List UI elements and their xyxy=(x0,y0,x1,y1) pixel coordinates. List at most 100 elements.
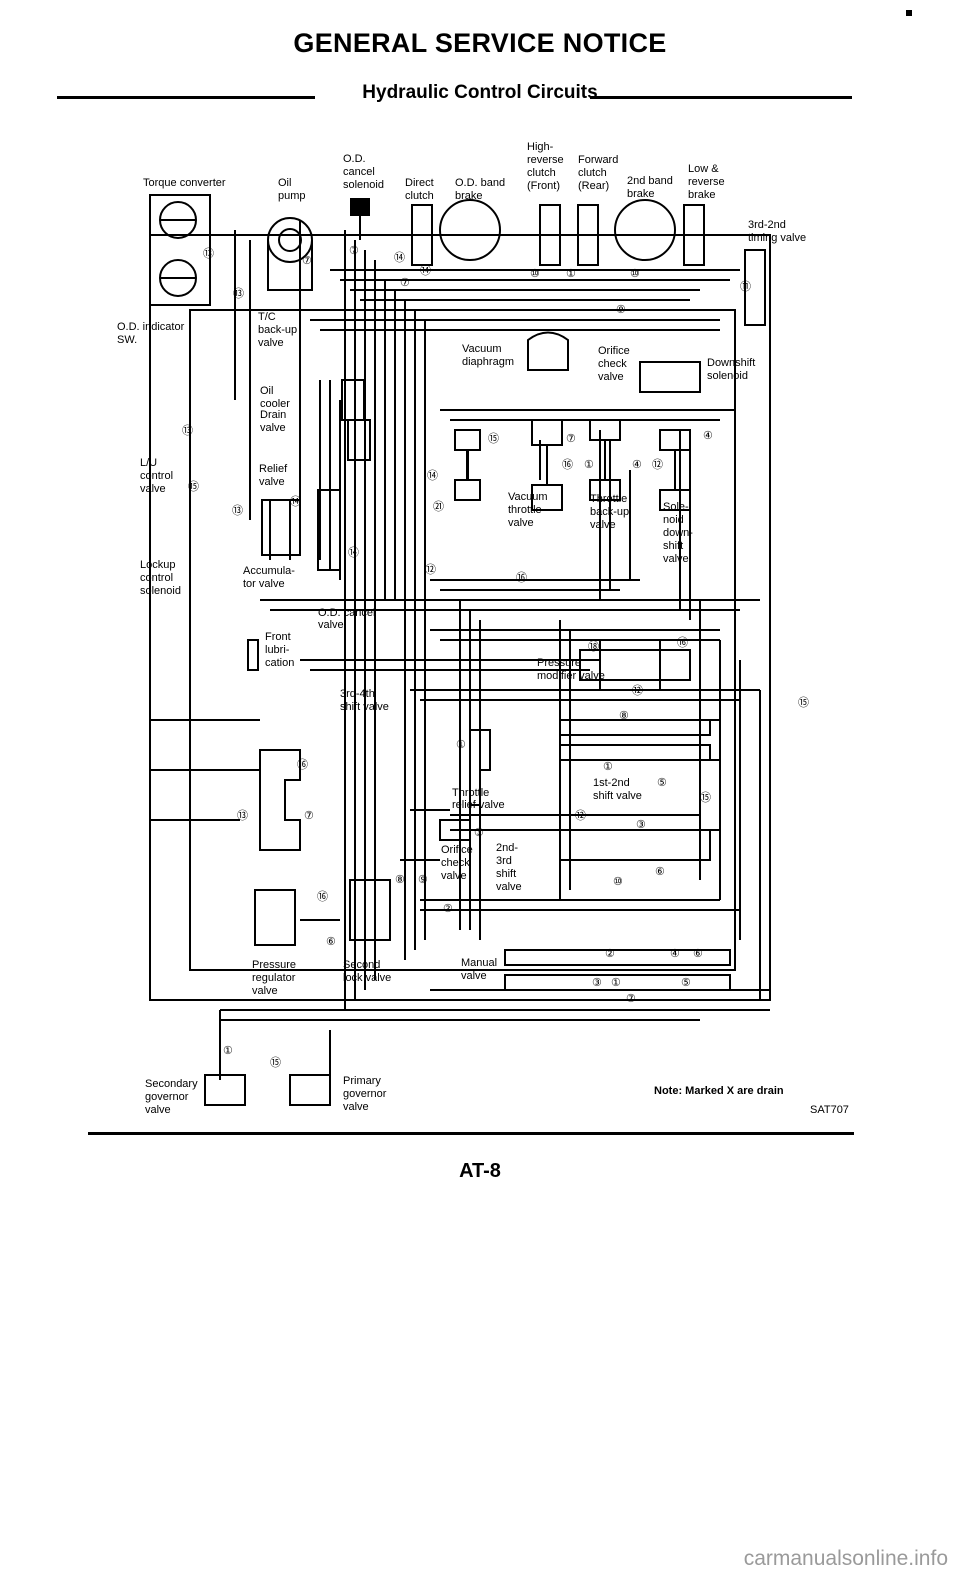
3rd-4th-shift-valve-label-2: shift valve xyxy=(340,701,389,713)
od-indicator-sw-label-2: SW. xyxy=(117,334,137,346)
2nd-3rd-shift-valve-label-3: shift xyxy=(496,868,516,880)
footer-rule xyxy=(88,1132,854,1135)
watermark: carmanualsonline.info xyxy=(743,1547,948,1570)
low-reverse-brake-label-3: brake xyxy=(688,189,716,201)
manual-valve-label-2: valve xyxy=(461,970,487,982)
front-lubrication-label-2: lubri- xyxy=(265,644,290,656)
torque-converter-symbol xyxy=(149,194,211,306)
direct-clutch-label-2: clutch xyxy=(405,190,434,202)
line-code: ⑭ xyxy=(394,251,405,264)
throttle-backup-valve-label-1: Throttle xyxy=(590,493,627,505)
lu-control-valve-label-3: valve xyxy=(140,483,166,495)
line-code: ⑮ xyxy=(488,432,499,445)
oil-pump-label-2: pump xyxy=(278,190,306,202)
od-cancel-solenoid-label-1: O.D. xyxy=(343,153,366,165)
page-number: AT-8 xyxy=(459,1160,501,1182)
line-code: ⑪ xyxy=(740,280,751,293)
line-code: ⑱ xyxy=(588,640,599,653)
line-code: ① xyxy=(611,977,621,989)
line-code: ⑮ xyxy=(270,1056,281,1069)
line-code: ⑦ xyxy=(400,277,410,289)
forward-clutch-label-1: Forward xyxy=(578,154,618,166)
line-code: ⑨ xyxy=(616,304,626,316)
line-code: ④ xyxy=(632,459,642,471)
line-code: ③ xyxy=(474,827,484,839)
low-reverse-brake-label-2: reverse xyxy=(688,176,725,188)
throttle-relief-valve-label-2: relief valve xyxy=(452,799,505,811)
lockup-control-solenoid-label-2: control xyxy=(140,572,173,584)
line-code: ⑧ xyxy=(619,710,629,722)
oil-pump-symbol xyxy=(267,217,313,291)
clutch-brake-symbols xyxy=(411,199,766,326)
forward-clutch-label-3: (Rear) xyxy=(578,180,609,192)
throttle-backup-valve-label-2: back-up xyxy=(590,506,629,518)
line-code: ⑭ xyxy=(348,546,359,559)
od-cancel-solenoid-label-2: cancel xyxy=(343,166,375,178)
line-code: ⑦ xyxy=(566,433,576,445)
title-rule-right xyxy=(590,96,852,99)
throttle-relief-valve-label-1: Throttle xyxy=(452,787,489,799)
page-title: GENERAL SERVICE NOTICE xyxy=(293,28,667,58)
od-band-brake-label-2: brake xyxy=(455,190,483,202)
drain-note: Note: Marked X are drain xyxy=(654,1085,784,1097)
1st-2nd-shift-valve-label-1: 1st-2nd xyxy=(593,777,630,789)
3rd-2nd-timing-valve-label-1: 3rd-2nd xyxy=(748,219,786,231)
front-lubrication-label-1: Front xyxy=(265,631,291,643)
primary-governor-valve-label-1: Primary xyxy=(343,1075,381,1087)
pressure-regulator-valve-label-2: regulator xyxy=(252,972,296,984)
front-lubrication-label-3: cation xyxy=(265,657,294,669)
line-code: ⑮ xyxy=(188,480,199,493)
line-code: ⑩ xyxy=(613,876,623,888)
drain-valve-label-1: Drain xyxy=(260,409,286,421)
2nd-band-brake-label-2: brake xyxy=(627,188,655,200)
page-subtitle: Hydraulic Control Circuits xyxy=(362,82,598,103)
downshift-solenoid-label-2: solenoid xyxy=(707,370,748,382)
3rd-2nd-timing-valve-label-2: timing valve xyxy=(748,232,806,244)
solenoid-downshift-valve-label-1: Sole- xyxy=(663,501,689,513)
line-code: ⑦ xyxy=(304,810,314,822)
high-reverse-clutch-label-3: clutch xyxy=(527,167,556,179)
od-cancel-valve-label-2: valve xyxy=(318,619,344,631)
primary-governor-valve-label-3: valve xyxy=(343,1101,369,1113)
line-code: ① xyxy=(584,459,594,471)
title-rule-left xyxy=(57,96,315,99)
line-code: ⑯ xyxy=(562,458,573,471)
line-code: ⑦ xyxy=(349,245,359,257)
vacuum-diaphragm-label-2: diaphragm xyxy=(462,356,514,368)
line-code: ⑬ xyxy=(182,424,193,437)
line-code: ⑦ xyxy=(626,993,636,1005)
figure-code: SAT707 xyxy=(810,1104,849,1116)
line-code: ① xyxy=(223,1045,233,1057)
primary-governor-valve-label-2: governor xyxy=(343,1088,387,1100)
solenoid-downshift-valve-label-5: valve xyxy=(663,553,689,565)
manual-valve-label-1: Manual xyxy=(461,957,497,969)
line-code: ② xyxy=(443,903,453,915)
2nd-3rd-shift-valve-label-2: 3rd xyxy=(496,855,512,867)
line-code: ⑯ xyxy=(677,636,688,649)
secondary-governor-valve-label-3: valve xyxy=(145,1104,171,1116)
2nd-3rd-shift-valve-label-4: valve xyxy=(496,881,522,893)
line-code: ⑫ xyxy=(632,684,643,697)
lu-control-valve-label-2: control xyxy=(140,470,173,482)
throttle-backup-valve-label-3: valve xyxy=(590,519,616,531)
relief-valve-label-1: Relief xyxy=(259,463,288,475)
high-reverse-clutch-label-4: (Front) xyxy=(527,180,560,192)
line-code: ⑭ xyxy=(427,469,438,482)
downshift-solenoid-label-1: Downshift xyxy=(707,357,755,369)
od-band-brake-label-1: O.D. band xyxy=(455,177,505,189)
low-reverse-brake-label-1: Low & xyxy=(688,163,719,175)
orifice-check-valve-label-1: Orifice xyxy=(598,345,630,357)
accumulator-valve-label-1: Accumula- xyxy=(243,565,295,577)
line-code: ① xyxy=(566,268,576,280)
solenoid-downshift-valve-label-4: shift xyxy=(663,540,683,552)
vacuum-throttle-valve-label-2: throttle xyxy=(508,504,542,516)
secondary-governor-valve-label-1: Secondary xyxy=(145,1078,198,1090)
oil-pump-label-1: Oil xyxy=(278,177,291,189)
high-reverse-clutch-label-2: reverse xyxy=(527,154,564,166)
secondary-governor-valve-label-2: governor xyxy=(145,1091,189,1103)
line-code: ⑯ xyxy=(317,890,328,903)
od-cancel-solenoid-symbol xyxy=(350,198,370,240)
line-code: ⑥ xyxy=(655,866,665,878)
pressure-regulator-valve-label-1: Pressure xyxy=(252,959,296,971)
